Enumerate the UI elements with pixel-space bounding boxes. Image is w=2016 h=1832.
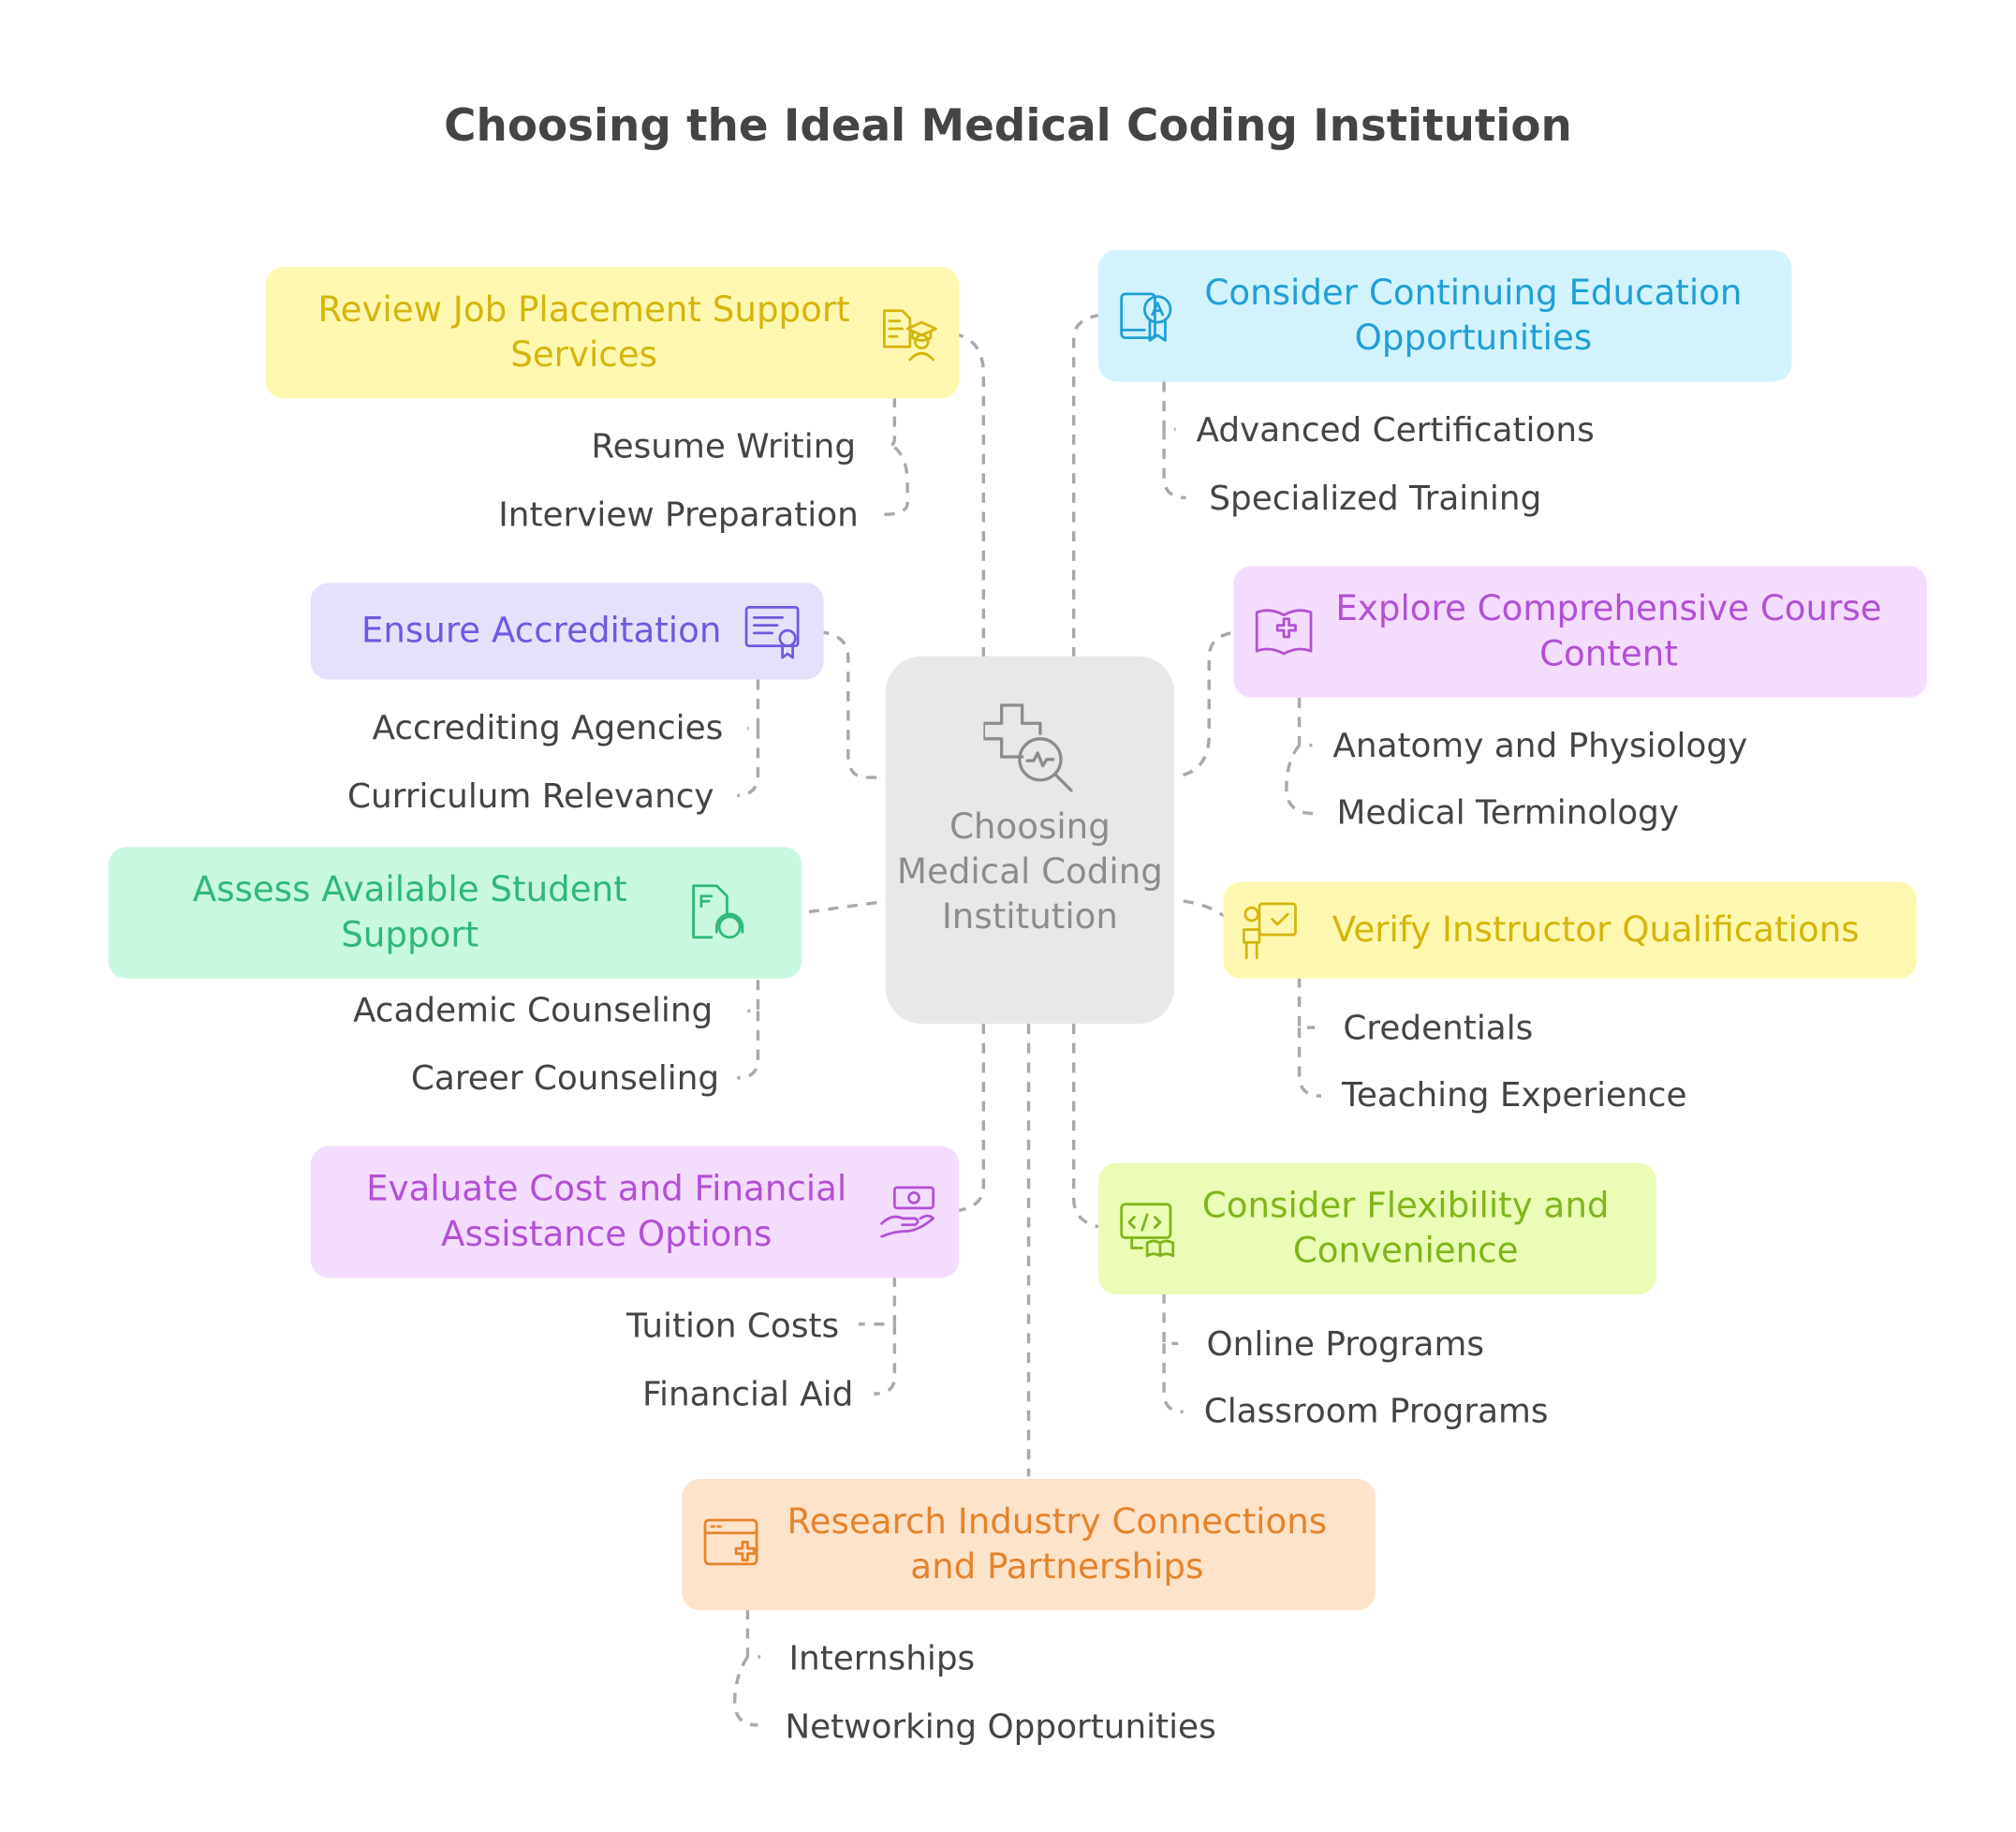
sub-item: Networking Opportunities <box>785 1707 1216 1748</box>
sub-item: Financial Aid <box>642 1375 854 1415</box>
node-label: Verify Instructor Qualifications <box>1332 909 1860 951</box>
connector-cost <box>940 1024 986 1214</box>
subconnector-flexibility <box>1162 1293 1184 1414</box>
center-node: Choosing Medical Coding Institution <box>885 656 1175 1025</box>
sub-item: Career Counseling <box>410 1059 720 1099</box>
sub-item: Curriculum Relevancy <box>347 777 714 817</box>
sub-item: Tuition Costs <box>625 1307 840 1347</box>
node-label: Review Job Placement Support Services <box>317 289 850 376</box>
sub-item: Academic Counseling <box>352 991 714 1030</box>
sub-item: Anatomy and Physiology <box>1332 727 1748 766</box>
node-label: Assess Available Student Support <box>192 870 627 956</box>
sub-item: Interview Preparation <box>498 495 859 536</box>
sub-item: Resume Writing <box>591 428 857 467</box>
center-label: Choosing Medical Coding Institution <box>896 806 1163 938</box>
connector-student-support <box>802 898 896 915</box>
node-label: Ensure Accreditation <box>361 611 722 652</box>
subconnector-cost <box>858 1276 897 1396</box>
sub-item: Accrediting Agencies <box>372 709 724 748</box>
connector-course-content <box>1164 629 1245 779</box>
node-cost: Evaluate Cost and Financial Assistance O… <box>310 1145 960 1278</box>
sub-item: Advanced Certifications <box>1196 411 1595 451</box>
node-label: Research Industry Connections and Partne… <box>787 1501 1328 1588</box>
subconnector-instructor <box>1297 977 1322 1098</box>
node-instructor: Verify Instructor Qualifications <box>1223 881 1918 979</box>
medical-search-icon <box>983 703 1073 792</box>
instructor-board-icon <box>1236 898 1301 963</box>
node-label: Evaluate Cost and Financial Assistance O… <box>366 1169 847 1255</box>
sub-item: Specialized Training <box>1209 480 1542 519</box>
connector-accreditation <box>817 629 896 779</box>
sub-item: Credentials <box>1343 1009 1534 1049</box>
subconnector-continuing-education <box>1162 381 1186 500</box>
connector-flexibility <box>1071 1024 1119 1231</box>
connector-job-placement <box>940 331 986 658</box>
node-course-content: Explore Comprehensive Course Content <box>1233 566 1928 698</box>
sub-item: Internships <box>788 1640 976 1679</box>
sub-item: Online Programs <box>1206 1325 1485 1365</box>
node-label: Consider Flexibility and Convenience <box>1201 1186 1610 1272</box>
node-accreditation: Ensure Accreditation <box>310 583 824 680</box>
certificate-icon <box>742 598 806 663</box>
subconnector-industry <box>732 1608 761 1727</box>
node-flexibility: Consider Flexibility and Convenience <box>1097 1162 1656 1295</box>
medical-book-icon <box>1252 599 1317 664</box>
sub-item: Classroom Programs <box>1203 1392 1549 1432</box>
diagram-title: Choosing the Ideal Medical Coding Instit… <box>444 100 1572 153</box>
node-job-placement: Review Job Placement Support Services <box>265 266 960 399</box>
subconnector-job-placement <box>884 396 909 516</box>
subconnector-student-support <box>737 960 760 1080</box>
tablet-award-icon <box>1116 284 1181 348</box>
node-student-support: Assess Available Student Support <box>108 847 802 979</box>
money-hand-icon <box>876 1180 941 1245</box>
node-label: Consider Continuing Education Opportunit… <box>1204 273 1743 359</box>
node-continuing-education: Consider Continuing Education Opportunit… <box>1097 250 1792 382</box>
subconnector-course-content <box>1285 697 1316 816</box>
support-headset-icon <box>685 880 750 945</box>
node-label: Explore Comprehensive Course Content <box>1335 589 1882 674</box>
sub-item: Teaching Experience <box>1342 1076 1687 1115</box>
browser-medical-icon <box>699 1513 764 1577</box>
code-monitor-book-icon <box>1116 1196 1181 1261</box>
node-industry: Research Industry Connections and Partne… <box>682 1478 1376 1611</box>
subconnector-accreditation <box>737 679 760 798</box>
graduate-certificate-icon <box>876 301 941 365</box>
sub-item: Medical Terminology <box>1336 793 1680 834</box>
